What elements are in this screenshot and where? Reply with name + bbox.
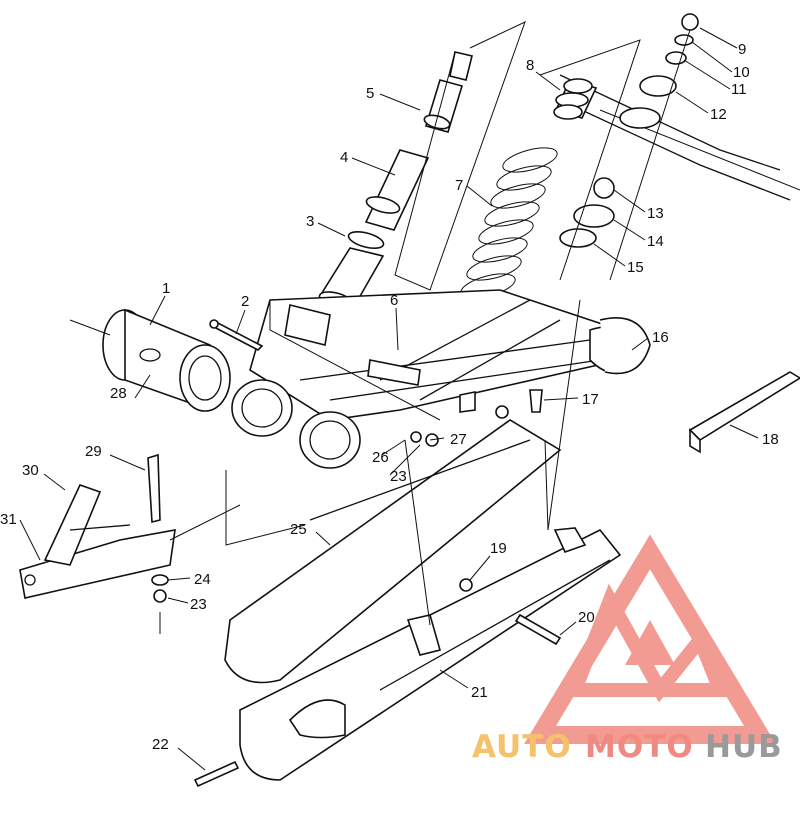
callout-19: 19 — [490, 540, 507, 557]
callout-6: 6 — [390, 292, 398, 309]
callout-12: 12 — [710, 106, 727, 123]
callout-5: 5 — [366, 85, 374, 102]
callout-30: 30 — [22, 462, 39, 479]
callout-11: 11 — [731, 81, 747, 98]
damper-body — [553, 78, 598, 120]
nut-icon — [153, 589, 167, 603]
hardware-stack — [559, 13, 699, 281]
bolt-icon — [514, 613, 562, 646]
bolt-icon — [529, 389, 543, 413]
brand-text-hub: HUB — [705, 729, 783, 765]
nut-icon — [495, 405, 509, 419]
bolt-icon — [209, 319, 264, 351]
callout-3: 3 — [306, 213, 314, 230]
callout-1: 1 — [162, 280, 170, 297]
washer-icon — [619, 107, 661, 129]
mount-bracket — [19, 453, 241, 634]
washer-icon — [674, 34, 694, 46]
callout-23b: 23 — [190, 596, 207, 613]
callout-15: 15 — [627, 259, 644, 276]
callout-17: 17 — [582, 391, 599, 408]
bolt-icon — [147, 453, 161, 524]
bearing-housing — [69, 308, 231, 412]
callout-27: 27 — [450, 431, 467, 448]
axle-clamp-icon — [299, 411, 361, 469]
leader-lines-top — [394, 21, 641, 291]
square-tube — [688, 371, 800, 454]
swing-arm-frame — [231, 289, 631, 469]
callout-14: 14 — [647, 233, 664, 250]
nut-icon — [681, 13, 699, 31]
callout-24: 24 — [194, 571, 211, 588]
callout-26: 26 — [372, 449, 389, 466]
washer-icon — [410, 431, 422, 443]
callout-18: 18 — [762, 431, 779, 448]
brand-text-auto: AUTO — [472, 729, 572, 765]
callout-25: 25 — [290, 521, 307, 538]
callout-28: 28 — [110, 385, 127, 402]
small-hardware — [151, 405, 562, 788]
shock-absorber — [318, 51, 473, 309]
callout-8: 8 — [526, 57, 534, 74]
callout-31: 31 — [0, 511, 17, 528]
callout-21: 21 — [471, 684, 488, 701]
chain-case — [224, 419, 622, 781]
callout-23: 23 — [390, 468, 407, 485]
washer-icon — [665, 51, 687, 65]
washer-icon — [559, 228, 597, 248]
bushing-icon — [639, 75, 677, 97]
callout-10: 10 — [733, 64, 750, 81]
brand-text-moto: MOTO — [585, 729, 694, 765]
callout-9: 9 — [738, 41, 746, 58]
leader-lines — [225, 299, 581, 626]
callout-20: 20 — [578, 609, 595, 626]
callout-7: 7 — [455, 177, 463, 194]
bolt-icon — [193, 760, 240, 788]
callout-29: 29 — [85, 443, 102, 460]
nut-icon — [459, 578, 473, 592]
right-clamp — [529, 316, 651, 413]
callout-4: 4 — [340, 149, 348, 166]
bushing-icon — [573, 204, 615, 228]
callout-pointers — [19, 27, 759, 771]
callout-2: 2 — [241, 293, 249, 310]
nut-icon — [593, 177, 615, 199]
callout-labels: 1 2 3 4 5 6 7 8 9 10 11 12 13 14 15 16 1… — [0, 41, 779, 753]
watermark-logo-icon — [524, 534, 776, 744]
callout-13: 13 — [647, 205, 664, 222]
callout-22: 22 — [152, 736, 169, 753]
washer-icon — [151, 574, 169, 586]
callout-16: 16 — [652, 329, 669, 346]
watermark-brand-text: AUTO MOTO HUB — [472, 729, 783, 765]
axle-clamp-icon — [231, 379, 293, 437]
